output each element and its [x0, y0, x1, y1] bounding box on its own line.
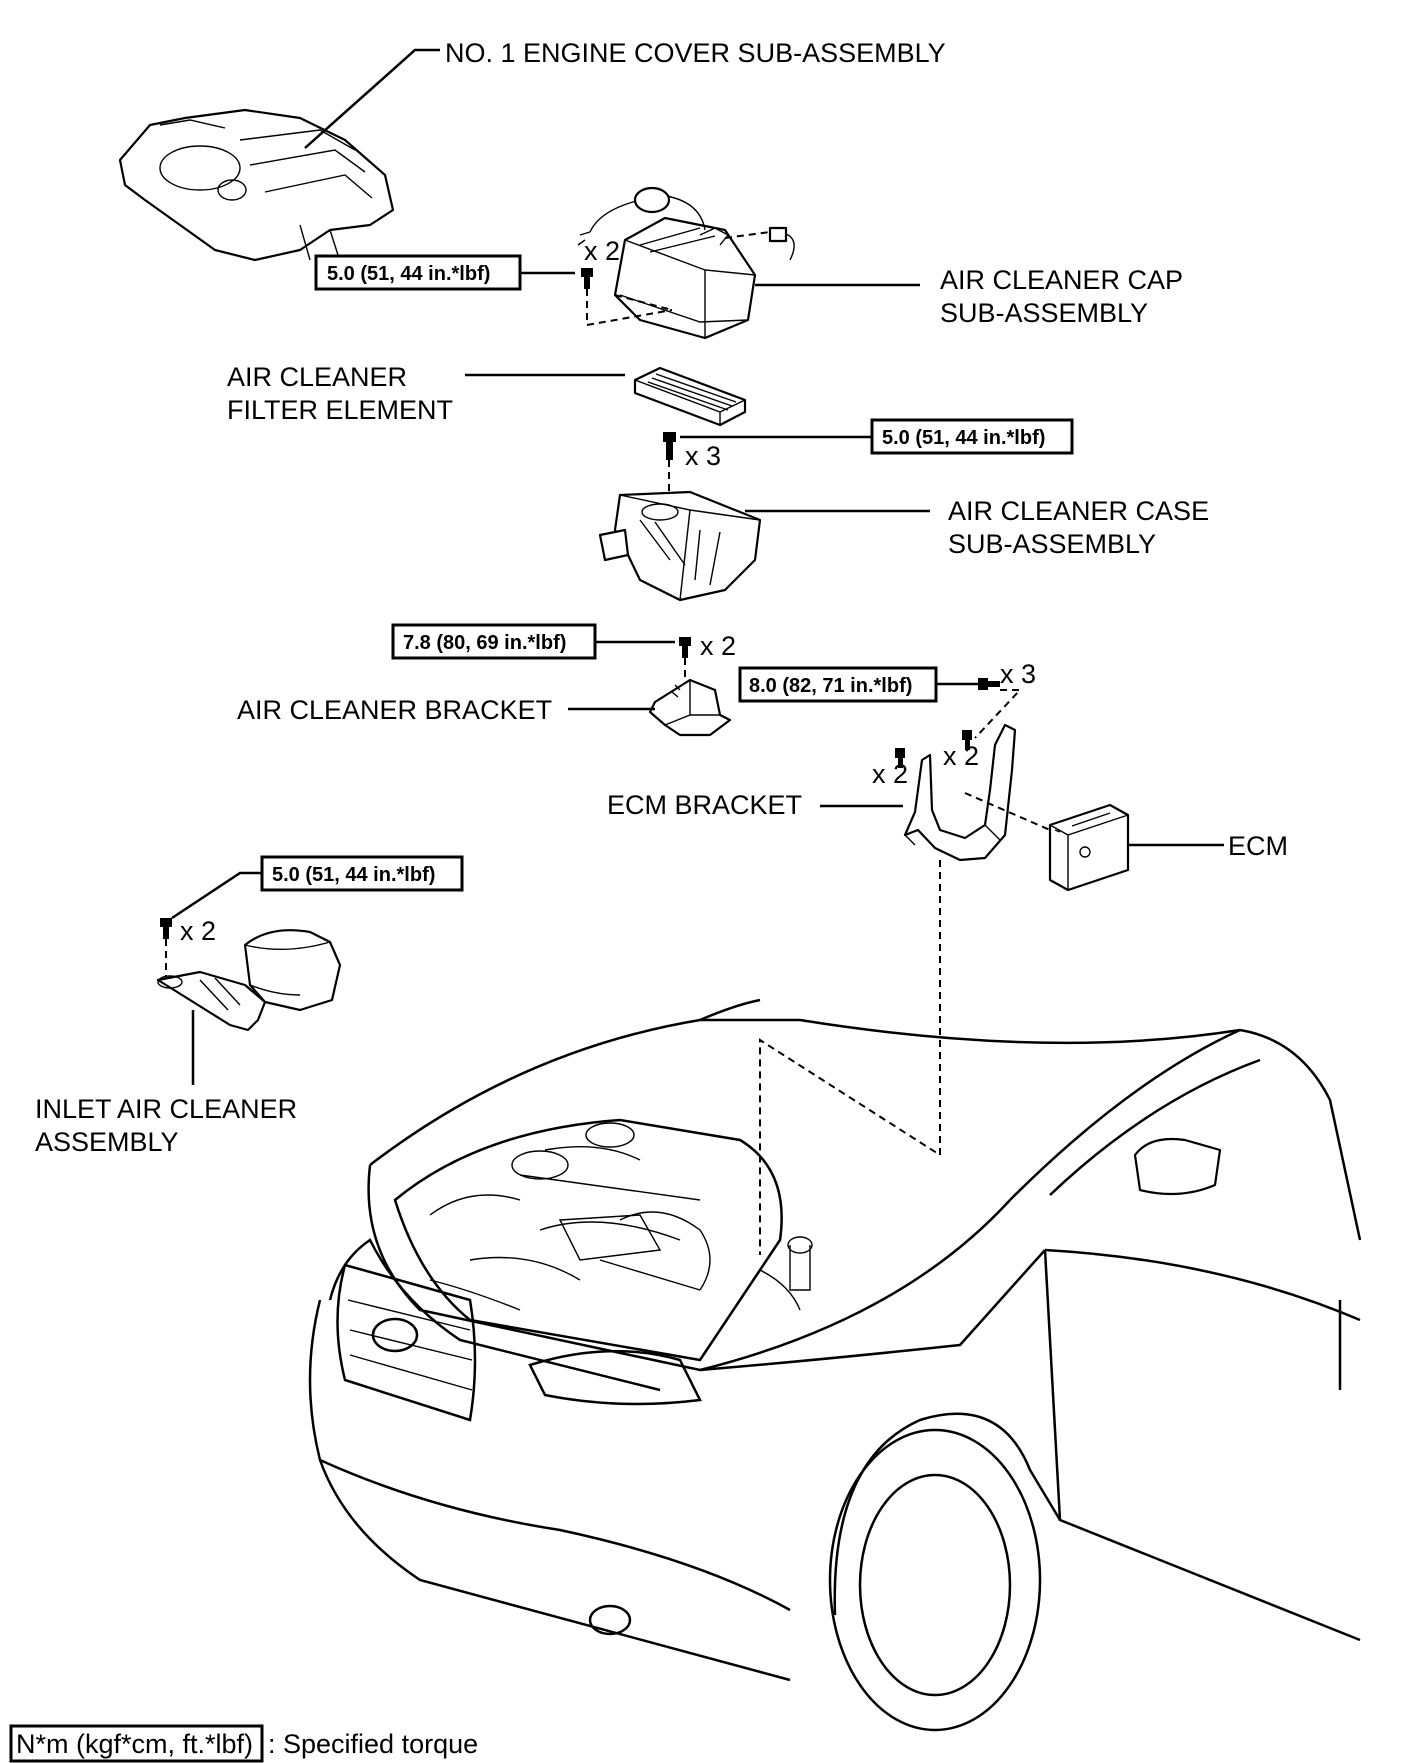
air-cleaner-cap-drawing [577, 186, 795, 340]
legend-torque-box [9, 1724, 264, 1763]
filter-label-line2: FILTER ELEMENT [227, 395, 453, 425]
ecm-side-left-quantity: x 2 [872, 759, 908, 789]
ecm-bracket-drawing [903, 723, 1017, 862]
air-cleaner-case-drawing [598, 490, 762, 602]
ecm-guide [964, 792, 1051, 831]
cap-torque-value: 5.0 (51, 44 in.*lbf) [327, 263, 490, 285]
case-bolt-icon [663, 432, 676, 460]
bracket-torque-box [391, 623, 597, 660]
bracket-torque-value: 7.8 (80, 69 in.*lbf) [403, 632, 566, 654]
cap-label-line2: SUB-ASSEMBLY [940, 298, 1148, 328]
ecm-drawing [1048, 803, 1130, 892]
bracket-bolt-quantity: x 2 [700, 631, 736, 661]
ecm-bracket-bolt-icon [978, 678, 1000, 690]
inlet-torque-leader [171, 871, 262, 920]
ecm-bracket-label: ECM BRACKET [607, 790, 802, 820]
ecm-bracket-torque-box [738, 666, 938, 703]
ecm-location-guide [759, 860, 941, 1255]
bracket-label: AIR CLEANER BRACKET [237, 695, 552, 725]
bracket-bolt-icon [679, 637, 691, 658]
inlet-bolt-quantity: x 2 [180, 916, 216, 946]
inlet-air-cleaner-drawing [156, 929, 342, 1032]
filter-label-line1: AIR CLEANER [227, 362, 407, 392]
inlet-bolt-icon [160, 918, 172, 939]
engine-cover-label: NO. 1 ENGINE COVER SUB-ASSEMBLY [445, 38, 946, 68]
case-label-line1: AIR CLEANER CASE [948, 496, 1209, 526]
inlet-label-line2: ASSEMBLY [35, 1127, 179, 1157]
case-bolt-quantity: x 3 [685, 441, 721, 471]
case-torque-value: 5.0 (51, 44 in.*lbf) [882, 427, 1045, 449]
case-label-line2: SUB-ASSEMBLY [948, 529, 1156, 559]
cap-bolt-quantity: x 2 [584, 236, 620, 266]
engine-cover-leader [304, 48, 440, 149]
inlet-label-line1: INLET AIR CLEANER [35, 1094, 297, 1124]
vehicle-front-drawing [308, 998, 1362, 1732]
cap-bolt-icon [581, 268, 593, 289]
cap-bolt-guide [586, 289, 673, 327]
legend-text: : Specified torque [268, 1729, 478, 1759]
case-torque-box [870, 418, 1074, 455]
inlet-torque-value: 5.0 (51, 44 in.*lbf) [272, 864, 435, 886]
ecm-side-right-quantity: x 2 [943, 741, 979, 771]
ecm-label: ECM [1228, 831, 1288, 861]
cap-torque-box [314, 254, 522, 291]
ecm-side-bolt-icons [895, 730, 972, 768]
air-cleaner-bracket-drawing [648, 678, 732, 737]
engine-cover-drawing [118, 108, 395, 262]
ecm-bracket-bolt-guide [974, 689, 1023, 739]
ecm-bracket-torque-value: 8.0 (82, 71 in.*lbf) [749, 675, 912, 697]
ecm-bracket-bolt-quantity: x 3 [1000, 659, 1036, 689]
filter-element-drawing [633, 366, 747, 427]
legend-unit: N*m (kgf*cm, ft.*lbf) [16, 1729, 253, 1759]
cap-label-line1: AIR CLEANER CAP [940, 265, 1183, 295]
